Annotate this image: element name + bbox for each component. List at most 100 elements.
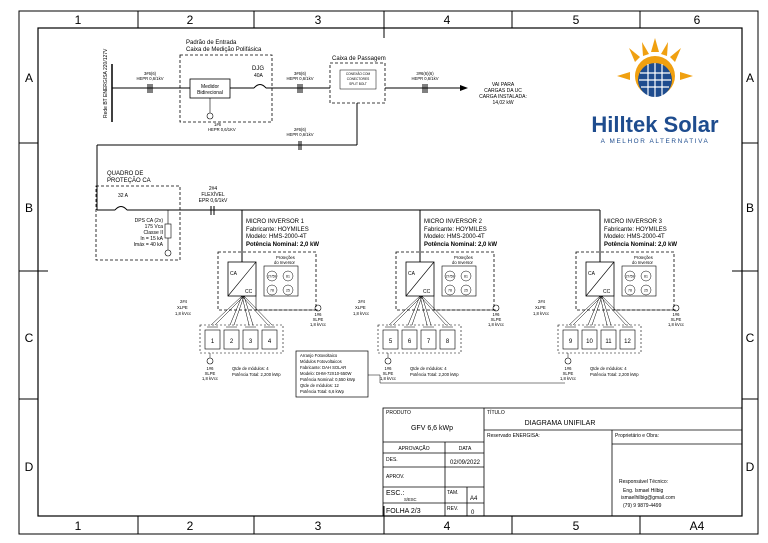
breaker-rating: 40A [254,73,264,79]
split-bolt-text-1: CONEXÃO COM [346,71,371,76]
inverter-ca-label: CA [230,271,238,277]
passage-in-cable-qty: 3#6(6) [294,71,307,76]
protection-relay-code: 81 [644,275,648,279]
inverter-earth-qty: 1#6 [493,312,501,317]
qpca-box [95,185,181,261]
pv-module-number: 9 [569,339,573,345]
protections-label: Proteções [634,255,653,260]
protection-relay-code: 81 [464,275,468,279]
string-power: Potência Total: 2,200 kWp [410,372,459,377]
dps-line-3: Classe II [144,230,163,236]
module-ground-icon [206,357,214,365]
array-info-3: Fabricante: DAH SOLAR [300,365,346,370]
qpca-title-1: QUADRO DE [107,171,143,177]
pv-module-icon [439,329,456,350]
hilltek-logo: Hilltek Solar A MELHOR ALTERNATIVA [591,38,719,145]
breaker-label: DJG [252,66,264,72]
col-label-bottom-4: 4 [444,519,451,533]
protection-relay-icon [266,284,278,296]
col-label-top-2: 2 [187,13,194,27]
tb-phone: (79) 9 9879-4499 [623,503,662,509]
protections-label-2: do Inversor [632,260,654,265]
protection-relay-icon [282,270,294,282]
qpca-cable-spec: EPR 0,6/1kV [199,198,228,204]
module-earth-qty: 1#6 [565,366,573,371]
passage-out-cable-spec: HEPR 0,6/1kV [412,76,439,81]
logo-tagline: A MELHOR ALTERNATIVA [601,138,710,145]
inverter-power: Potência Nominal: 2,0 kW [424,242,497,248]
col-label-bottom-5: 5 [573,519,580,533]
col-label-top-6: 6 [694,13,701,27]
tb-aprov: APROV. [386,474,404,480]
array-info-box [295,350,369,398]
string-qty: Qtde de módulos: 4 [410,366,447,371]
array-info-7: Potência Total: 6,6 kWp [300,389,345,394]
tb-esc: ESC.: [386,490,404,497]
meter-label-2: Bidirecional [197,90,223,96]
protection-relay-icon [444,270,456,282]
entrance-ground-qty: 1#6 [214,122,222,127]
title-block [382,407,743,517]
dc-cable-type: XLPE [177,305,188,310]
inverter-maker: Fabricante: HOYMILES [246,227,309,233]
inverter-power: Potência Nominal: 2,0 kW [604,242,677,248]
dc-cable-qty: 2#4 [538,299,546,304]
inverter-title: MICRO INVERSOR 3 [604,219,663,225]
pv-module-number: 12 [624,339,631,345]
split-bolt-text-3: SPLIT BOLT [349,82,367,86]
array-info-5: Potência Nominal: 0,550 kWp [300,377,356,382]
module-earth-spec: 1,8 kVcc [560,376,576,381]
qpca-cable-qty: 2#4 [209,186,218,192]
tb-produto: GFV 6,6 kWp [411,425,453,432]
tb-aprovacao: APROVAÇÃO [398,445,429,452]
string-power: Potência Total: 2,200 kWp [590,372,639,377]
inverter-cc-label: CC [423,289,431,295]
col-label-top-3: 3 [315,13,322,27]
pv-module-number: 6 [408,339,412,345]
pv-module-icon [261,329,278,350]
inverter-model: Modelo: HMS-2000-4T [424,234,485,240]
protection-relay-code: 78 [628,289,632,293]
ground-icon [206,112,214,120]
grid-cable-qty: 3#6(6) [144,71,157,76]
module-ground-icon [564,357,572,365]
loads-line-4: 14,02 kW [492,100,513,106]
string-qty: Qtde de módulos: 4 [232,366,269,371]
protection-relay-box [621,265,657,297]
module-earth-spec: 1,8 kVcc [380,376,396,381]
pv-module-number: 4 [268,339,272,345]
dc-cable-type: XLPE [535,305,546,310]
pv-module-icon [420,329,437,350]
protection-relay-box [263,265,299,297]
protection-relay-code: 25 [464,289,468,293]
array-info-4: Modelo: DHM-72X10-550W [300,371,351,376]
pv-module-number: 5 [389,339,393,345]
tb-resp: Responsável Técnico: [619,479,668,485]
module-earth-type: XLPE [383,371,394,376]
row-label-right-c: C [746,331,755,345]
entrance-ground-spec: HEPR 0,6/1KV [208,127,236,132]
row-label-left-c: C [25,331,34,345]
pv-module-number: 11 [605,339,612,345]
inverter-ground-icon [314,304,322,312]
passage-down-cable-spec: HEPR 0,6/1kV [287,132,314,137]
sun-icon [617,38,693,97]
passage-in-cable-spec: HEPR 0,6/1kV [287,76,314,81]
split-bolt-box [339,69,377,90]
pv-module-icon [204,329,221,350]
inverter-earth-spec: 1,8 kVcc [668,322,684,327]
dps-line-1: DPS CA (2x) [135,218,164,224]
col-label-bottom-6: A4 [690,519,705,533]
tb-rev-value: 0 [471,510,475,516]
tb-titulo-label: TÍTULO [487,409,505,416]
pv-module-icon [242,329,259,350]
module-earth-type: XLPE [563,371,574,376]
protection-relay-code: 27/59 [268,275,277,279]
qpca-breaker-icon [114,206,128,211]
protection-relay-icon [624,284,636,296]
outer-border [18,10,759,535]
dc-cable-qty: 2#4 [180,299,188,304]
